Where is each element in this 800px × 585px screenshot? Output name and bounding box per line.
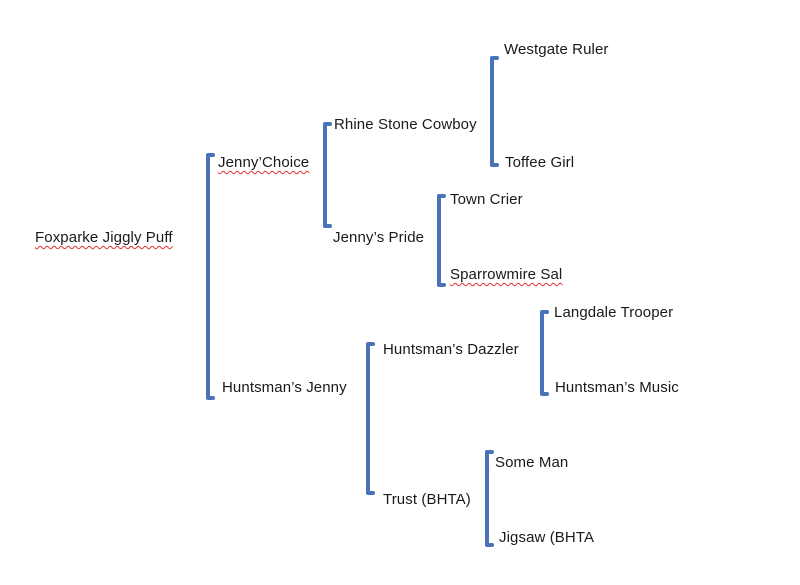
node-toffee-girl: Toffee Girl (505, 154, 575, 171)
node-rhine-stone-cowboy: Rhine Stone Cowboy (334, 116, 477, 133)
bracket-huntsmans-dazzler (540, 310, 549, 396)
node-some-man: Some Man (495, 454, 569, 471)
bracket-huntsmans-jenny (366, 342, 375, 495)
node-sparrowmire-sal: Sparrowmire Sal (450, 266, 563, 283)
node-langdale-trooper: Langdale Trooper (554, 304, 674, 321)
bracket-foxparke (206, 153, 215, 400)
node-huntsmans-music: Huntsman’s Music (555, 379, 679, 396)
node-town-crier: Town Crier (450, 191, 523, 208)
bracket-rhine-stone-cowboy (490, 56, 499, 167)
node-trust-bhta: Trust (BHTA) (383, 491, 471, 508)
node-jennys-pride: Jenny’s Pride (333, 229, 425, 246)
bracket-trust-bhta (485, 450, 494, 547)
node-jennys-choice: Jenny’Choice (218, 154, 310, 171)
node-huntsmans-jenny: Huntsman’s Jenny (222, 379, 347, 396)
bracket-jennys-pride (437, 194, 446, 287)
bracket-jennys-choice (323, 122, 332, 228)
node-huntsmans-dazzler: Huntsman’s Dazzler (383, 341, 519, 358)
node-foxparke: Foxparke Jiggly Puff (35, 229, 173, 246)
node-westgate-ruler: Westgate Ruler (504, 41, 609, 58)
node-jigsaw-bhta: Jigsaw (BHTA (499, 529, 595, 546)
